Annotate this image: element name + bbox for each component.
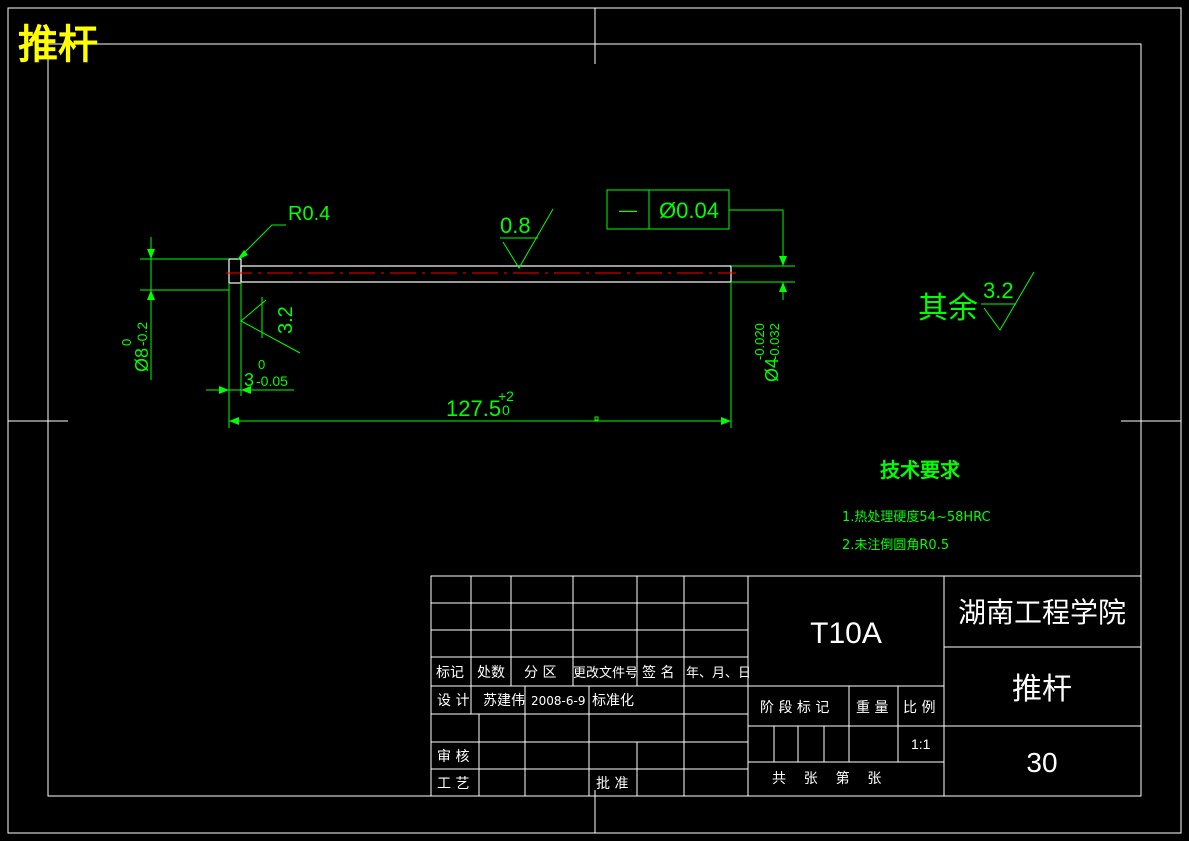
roughness-side-label: 3.2 [275, 306, 297, 334]
design-label: 设 计 [437, 693, 469, 709]
weight-label: 重 量 [856, 700, 888, 716]
rev-header-count: 处数 [477, 665, 505, 681]
rev-header-date: 年、月、日 [686, 666, 751, 681]
tolerance-value: Ø0.04 [659, 198, 719, 223]
material: T10A [810, 617, 882, 650]
design-date: 2008-6-9 [531, 694, 585, 708]
stage-label: 阶 段 标 记 [760, 700, 829, 716]
rev-header-doc: 更改文件号 [573, 666, 638, 681]
title-block-texts: 标记 处数 分 区 更改文件号 签 名 年、月、日 设 计 苏建伟 2008-6… [436, 596, 1126, 792]
review-label: 审 核 [437, 749, 469, 765]
tech-item-1: 1.热处理硬度54~58HRC [842, 509, 991, 525]
shaft-dia-upper: -0.020 [752, 323, 767, 360]
sheets-label: 共 张 第 张 [772, 770, 881, 787]
shaft-dia-lower: -0.032 [767, 323, 782, 360]
other-roughness-value: 3.2 [983, 278, 1014, 303]
roughness-top-label: 0.8 [500, 213, 531, 238]
title-block-grid [430, 575, 1142, 797]
rev-header-sign: 签 名 [642, 664, 674, 681]
scale-label: 比 例 [903, 700, 935, 716]
head-dia-lower: -0.2 [134, 322, 150, 346]
tech-heading: 技术要求 [880, 458, 961, 482]
drawing-number: 30 [1026, 747, 1057, 778]
head-thk-label: 3 [244, 370, 254, 390]
length-label: 127.5 [446, 396, 501, 421]
drawing-title: 推杆 [18, 22, 98, 68]
rev-header-mark: 标记 [436, 665, 464, 681]
dimension-texts: R0.4 0.8 — Ø0.04 127.5 +2 0 3 0 -0.05 其余… [244, 198, 1014, 421]
shaft-dia-label: Ø4 [762, 358, 782, 382]
length-lower: 0 [502, 402, 510, 418]
head-dia-label: Ø8 [132, 348, 152, 372]
length-upper: +2 [498, 388, 514, 404]
school-name: 湖南工程学院 [958, 596, 1126, 629]
approve-label: 批 准 [596, 776, 628, 792]
tech-requirements: 技术要求 1.热处理硬度54~58HRC 2.未注倒圆角R0.5 [842, 458, 991, 553]
tolerance-symbol: — [619, 200, 637, 220]
process-label: 工 艺 [437, 776, 469, 792]
radius-label: R0.4 [288, 203, 330, 225]
dimension-arrows [147, 249, 787, 425]
other-roughness-label: 其余 [918, 291, 978, 326]
head-thk-upper: 0 [258, 357, 265, 372]
standard-label: 标准化 [592, 693, 634, 709]
head-dia-upper: 0 [119, 339, 134, 346]
part-name: 推杆 [1012, 672, 1072, 707]
designer-name: 苏建伟 [483, 693, 525, 709]
tech-item-2: 2.未注倒圆角R0.5 [842, 538, 949, 553]
rev-header-zone: 分 区 [524, 665, 556, 681]
head-thk-lower: -0.05 [256, 373, 288, 389]
dimension-lines [140, 189, 1035, 428]
part-outline [228, 258, 732, 284]
scale-value: 1:1 [911, 736, 931, 752]
vertical-dimension-texts: Ø8 0 -0.2 3.2 Ø4 -0.020 -0.032 [119, 306, 782, 382]
